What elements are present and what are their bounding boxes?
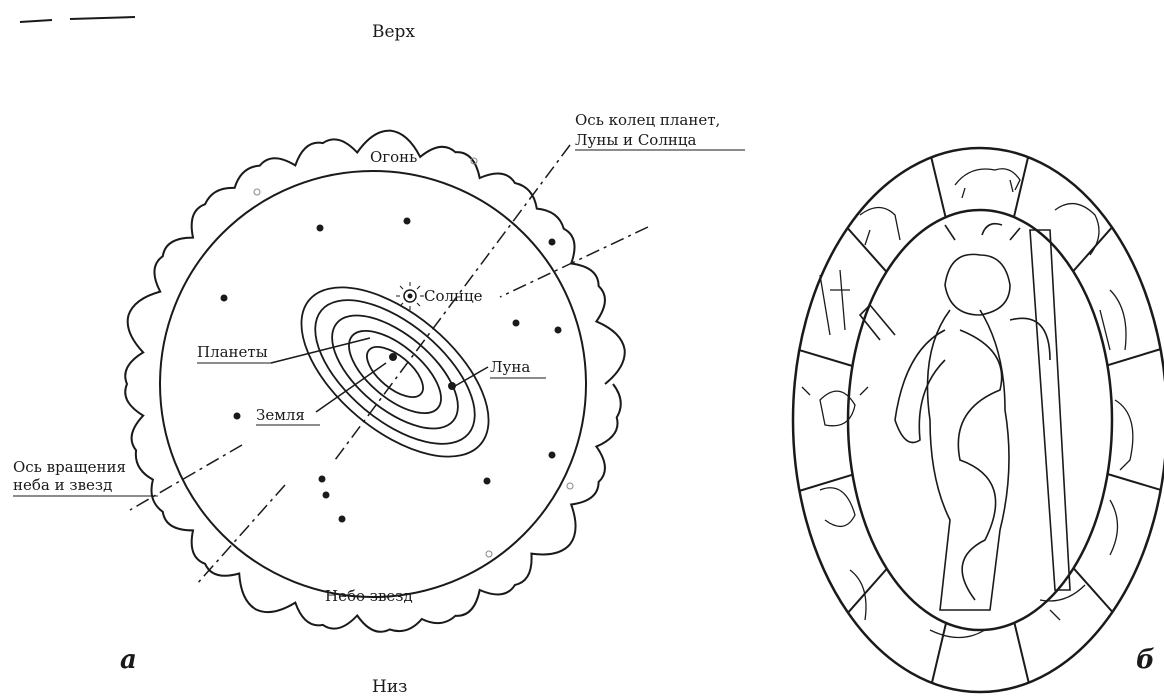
water-bearer-sign (1100, 290, 1126, 350)
planets-label: Планеты (197, 343, 268, 361)
axis-rings-label-line2: Луны и Солнца (575, 131, 696, 149)
zodiac-inner-ring (848, 210, 1112, 630)
axis-sky-label-line2: неба и звезд (13, 476, 112, 494)
crab-sign (802, 387, 868, 426)
panel-b: б (793, 148, 1164, 692)
sphere-of-stars (160, 171, 586, 597)
right-wing (1010, 318, 1050, 360)
zodiac-divider (931, 157, 945, 217)
zodiac-signs (802, 169, 1133, 638)
panel-a: Огонь Ось колец планет, Луны и Солнца Со… (13, 111, 745, 675)
earth-label: Земля (256, 406, 305, 424)
staff (1030, 230, 1070, 590)
zodiac-divider (848, 569, 887, 613)
figure-body (928, 310, 1010, 610)
fire-boundary (125, 131, 625, 632)
bull-sign (955, 169, 1020, 198)
axis-sky-lower-line (196, 485, 285, 585)
zodiac-dividers (799, 157, 1160, 683)
fish-sign (1055, 204, 1099, 255)
twins-sign (820, 270, 850, 335)
archer-sign (1110, 500, 1118, 555)
zodiac-divider (1107, 349, 1160, 365)
left-wing (895, 330, 945, 443)
panel-b-letter: б (1136, 645, 1155, 675)
zodiac-divider (848, 228, 887, 272)
sun-label: Солнце (424, 287, 483, 305)
moon-label: Луна (490, 358, 530, 376)
axis-rings-label-line1: Ось колец планет, (575, 111, 720, 129)
goat-sign (1115, 400, 1133, 470)
torch (860, 305, 895, 340)
sun-pointer-line (500, 227, 648, 297)
panel-a-letter: а (120, 645, 137, 675)
zodiac-divider (1108, 474, 1161, 490)
bottom-label: Низ (372, 677, 407, 697)
central-figure (860, 224, 1070, 610)
stars-label: Небо звезд (325, 587, 413, 605)
sun-icon (396, 282, 424, 310)
axis-sky-line (130, 445, 242, 510)
axis-sky-label-line1: Ось вращения (13, 458, 126, 476)
top-label: Верх (372, 22, 415, 42)
zodiac-divider (1073, 227, 1112, 271)
lion-sign (820, 488, 855, 527)
snake (958, 330, 1001, 600)
corner-marks (20, 17, 135, 22)
zodiac-divider (1014, 623, 1028, 683)
ram-sign (860, 208, 900, 246)
figure-head (945, 254, 1010, 315)
moon-dot (448, 382, 456, 390)
planets-pointer (271, 338, 370, 363)
earth-dot (389, 353, 397, 361)
fire-label: Огонь (370, 148, 417, 166)
zodiac-divider (799, 350, 852, 366)
